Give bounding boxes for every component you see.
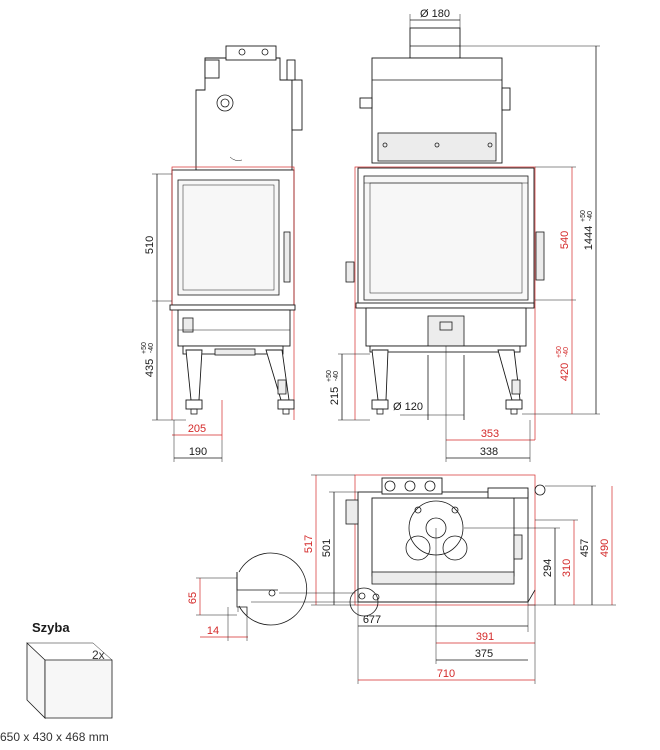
dim-435: 435 (144, 359, 156, 377)
dim-391: 391 (476, 631, 494, 643)
dim-1444: 1444 (583, 226, 595, 250)
front-view (345, 27, 545, 440)
dim-flue-120: Ø 120 (393, 401, 423, 413)
dim-310: 310 (561, 559, 573, 577)
front-dimensions: Ø 180 1444 +50 -40 540 420 +50 -40 215 +… (326, 8, 600, 462)
dim-510: 510 (144, 236, 156, 254)
plan-view (345, 474, 546, 606)
dim-294: 294 (542, 559, 554, 577)
dim-517: 517 (303, 535, 315, 553)
dim-677: 677 (363, 614, 381, 626)
dim-435-tol-minus: -40 (148, 343, 155, 353)
glass-panel-icon: Szyba 2x 650 x 430 x 468 mm (0, 620, 113, 744)
dim-215: 215 (329, 387, 341, 405)
dim-1444-tol-minus: -40 (587, 211, 594, 221)
dim-1444-tol-plus: +50 (580, 210, 587, 222)
detail-zoom: 65 14 (187, 552, 379, 641)
plan-dimensions: 517 501 294 310 457 490 677 391 375 710 (303, 474, 616, 684)
dim-540: 540 (559, 231, 571, 249)
dim-14: 14 (207, 625, 219, 637)
dim-710: 710 (437, 668, 455, 680)
dim-420: 420 (559, 363, 571, 381)
dim-215-tol-minus: -40 (333, 371, 340, 381)
dim-flue-180: Ø 180 (420, 8, 450, 20)
dim-501: 501 (321, 539, 333, 557)
dim-490: 490 (599, 539, 611, 557)
dim-353: 353 (481, 428, 499, 440)
dim-205: 205 (188, 423, 206, 435)
dim-65: 65 (187, 592, 199, 604)
dim-215-tol-plus: +50 (326, 370, 333, 382)
side-view (169, 45, 303, 420)
side-dimensions: 510 435 +50 -40 205 190 (141, 173, 223, 462)
dim-190: 190 (189, 446, 207, 458)
glass-size: 650 x 430 x 468 mm (0, 730, 109, 744)
dim-420-tol-minus: -40 (563, 347, 570, 357)
dim-420-tol-plus: +50 (556, 346, 563, 358)
dim-457: 457 (579, 539, 591, 557)
glass-count: 2x (92, 648, 105, 662)
dim-375: 375 (475, 648, 493, 660)
dim-435-tol-plus: +50 (141, 342, 148, 354)
dim-338: 338 (480, 446, 498, 458)
glass-title: Szyba (32, 620, 70, 635)
